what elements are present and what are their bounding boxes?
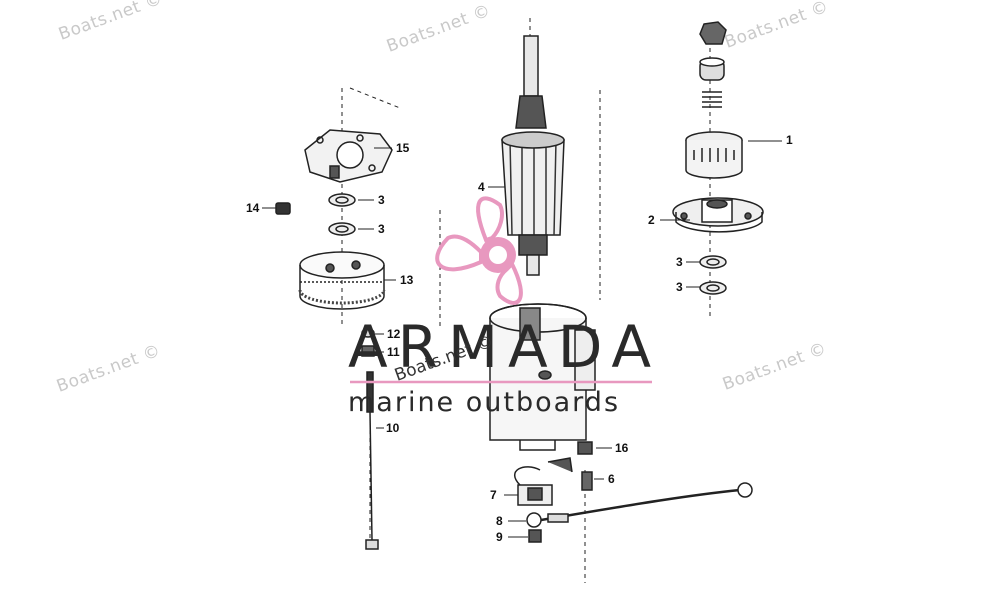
washer-part-3 <box>699 281 727 295</box>
pinion-drive-part-1 <box>685 21 743 179</box>
callout-label: 3 <box>378 222 385 236</box>
callout-label: 6 <box>608 472 615 486</box>
callout-label: 15 <box>396 141 410 155</box>
washer-part-12 <box>361 328 375 338</box>
callout-label: 8 <box>496 514 503 528</box>
callout-label: 16 <box>615 441 629 455</box>
brand-name: ARMADA <box>348 313 662 381</box>
callout-label: 9 <box>496 530 503 544</box>
callout-label: 3 <box>378 193 385 207</box>
callout-label: 2 <box>648 213 655 227</box>
callout-label: 12 <box>387 327 401 341</box>
callout-label: 10 <box>386 421 400 435</box>
brand-tagline: marine outboards <box>348 387 621 418</box>
washer-part-3 <box>328 222 356 236</box>
washer-part-3 <box>699 255 727 269</box>
brush-holder-part-7 <box>513 457 573 506</box>
drive-end-cap-part-2 <box>672 197 764 233</box>
brush-plate-part-15 <box>304 129 393 183</box>
terminal-screw-part-6 <box>581 471 593 491</box>
callout-label: 14 <box>246 201 260 215</box>
washer-part-3 <box>328 193 356 207</box>
armature-part-4 <box>501 35 565 276</box>
callout-label: 13 <box>400 273 414 287</box>
cable-lead-part-8 <box>526 482 753 528</box>
callout-label: 7 <box>490 488 497 502</box>
callout-label: 4 <box>478 180 485 194</box>
callout-label: 11 <box>387 345 400 359</box>
callout-label: 3 <box>676 255 683 269</box>
callout-label: 1 <box>786 133 793 147</box>
nut-part-16 <box>577 441 593 455</box>
screw-part-14 <box>275 202 291 215</box>
callout-label: 3 <box>676 280 683 294</box>
nut-part-11 <box>361 345 375 357</box>
motor-frame <box>489 303 596 451</box>
callout-leaders <box>262 140 782 538</box>
nut-part-9 <box>528 529 542 543</box>
armada-propeller-logo <box>435 196 523 305</box>
through-bolt-part-10 <box>365 371 379 550</box>
end-cap-part-13 <box>298 251 386 310</box>
